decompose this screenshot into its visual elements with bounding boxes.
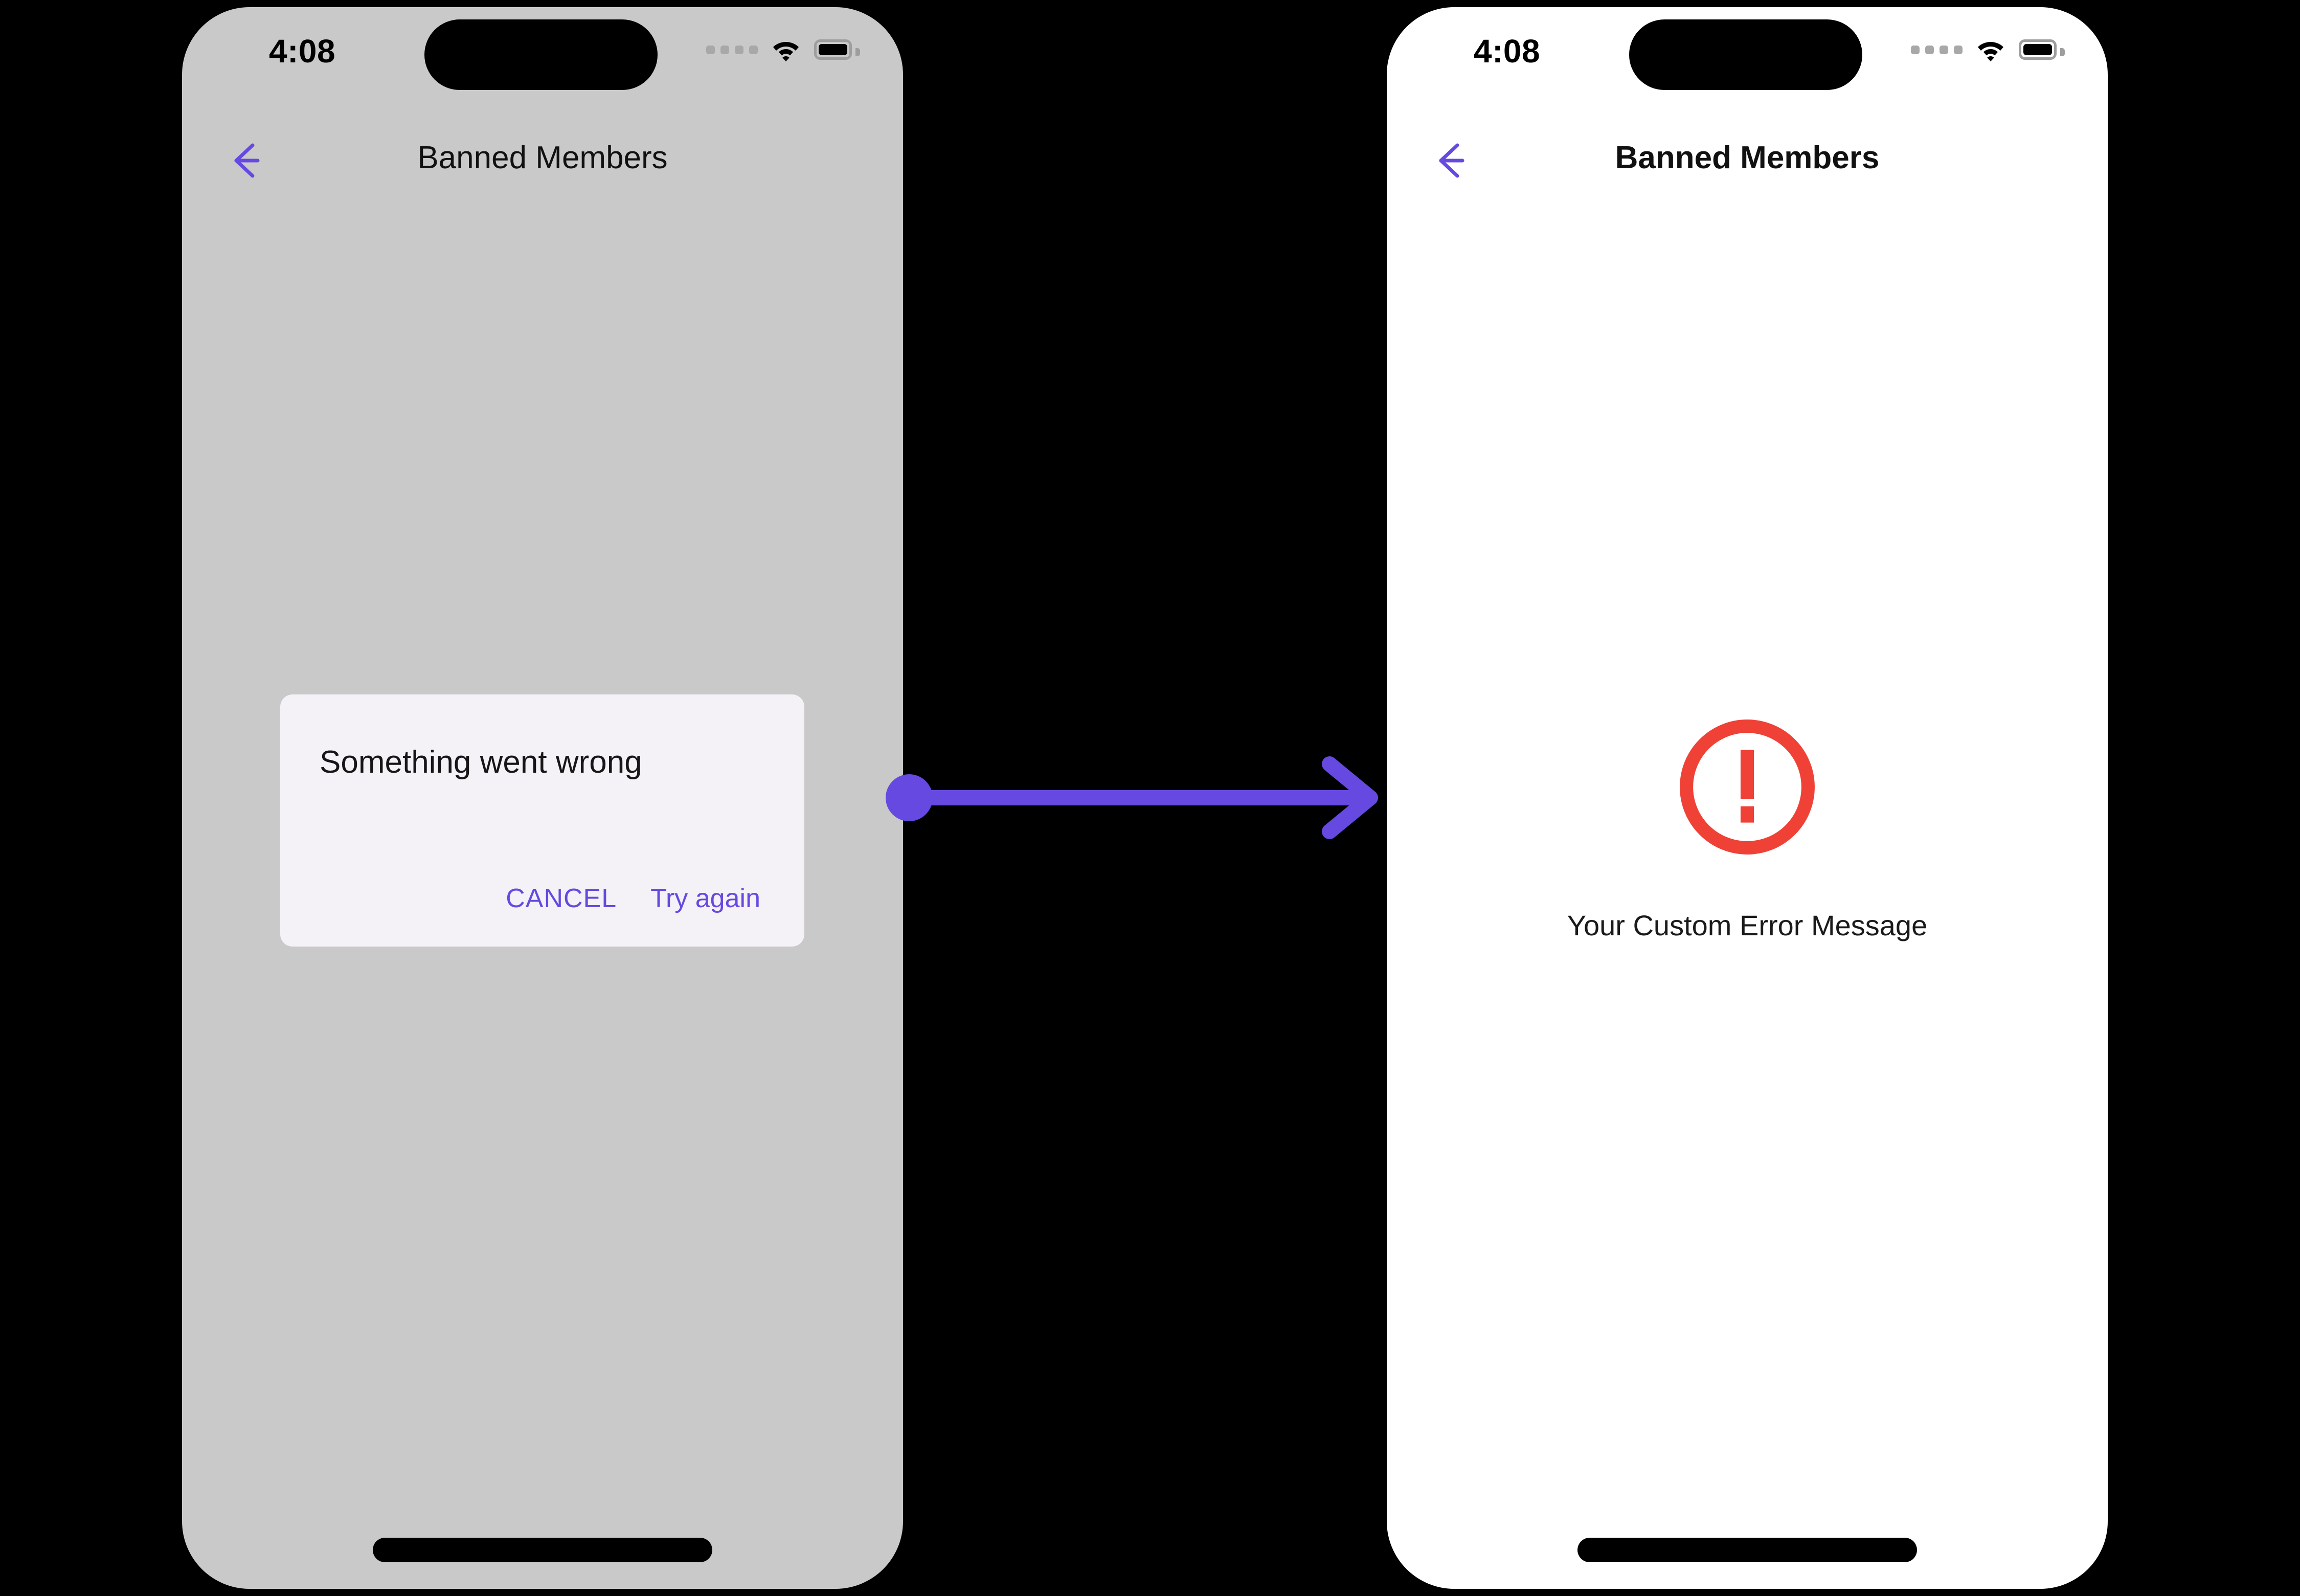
dialog-scrim: Something went wrong CANCEL Try again (182, 7, 903, 1589)
battery-full-icon (814, 39, 860, 60)
arrow-left-icon (234, 143, 260, 178)
page-title: Banned Members (417, 140, 668, 175)
status-bar-left: 4:08 (182, 7, 903, 97)
wifi-icon (1976, 38, 2005, 61)
dynamic-island (424, 19, 658, 90)
try-again-button[interactable]: Try again (637, 875, 774, 922)
status-bar-time: 4:08 (1474, 33, 1541, 70)
battery-full-icon (2019, 39, 2065, 60)
arrow-right-flow-icon (886, 756, 1378, 839)
dialog-title: Something went wrong (320, 745, 642, 780)
page-title: Banned Members (1615, 140, 1880, 175)
cancel-button[interactable]: CANCEL (492, 875, 630, 922)
status-bar-right: 4:08 (1387, 7, 2108, 97)
error-circle-exclamation-icon (1680, 720, 1815, 855)
dialog-actions: CANCEL Try again (280, 875, 804, 922)
error-dialog: Something went wrong CANCEL Try again (280, 694, 804, 947)
dynamic-island (1629, 19, 1862, 90)
home-indicator (1577, 1538, 1917, 1562)
nav-bar-left: Banned Members (182, 125, 903, 196)
nav-bar-right: Banned Members (1387, 125, 2108, 196)
home-indicator (373, 1538, 712, 1562)
signal-dots-icon (706, 45, 758, 54)
wifi-icon (771, 38, 801, 61)
status-bar-indicators (706, 38, 860, 61)
status-bar-indicators (1911, 38, 2065, 61)
phone-mockup-right: 4:08 (1387, 7, 2108, 1589)
error-message: Your Custom Error Message (1567, 909, 1928, 941)
arrow-left-icon (1439, 143, 1464, 178)
back-button[interactable] (219, 133, 274, 188)
phone-mockup-left: 4:08 (182, 7, 903, 1589)
flow-connector (880, 747, 1396, 849)
status-bar-time: 4:08 (269, 33, 336, 70)
error-state: Your Custom Error Message (1387, 713, 2108, 945)
back-button[interactable] (1424, 133, 1479, 188)
signal-dots-icon (1911, 45, 1963, 54)
